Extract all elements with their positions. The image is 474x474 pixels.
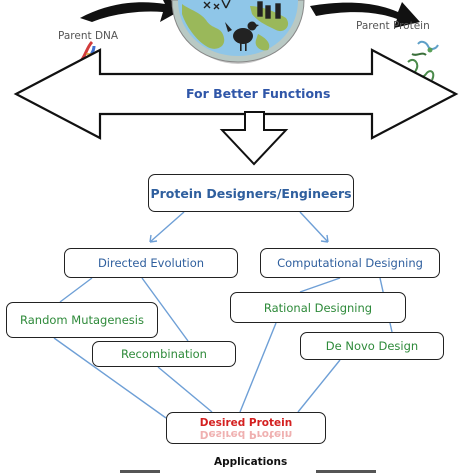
- down-block-arrow: [219, 111, 289, 166]
- rational-designing-box: Rational Designing: [230, 292, 406, 323]
- connectors: [53, 211, 393, 419]
- random-mutagenesis-box: Random Mutagenesis: [6, 302, 158, 338]
- better-functions-label: For Better Functions: [186, 86, 331, 101]
- de-novo-design-label: De Novo Design: [325, 339, 419, 353]
- right-swoosh-arrow: [310, 2, 420, 28]
- designers-label: Protein Designers/Engineers: [150, 185, 352, 201]
- recombination-box: Recombination: [92, 341, 236, 367]
- double-headed-arrow: [13, 48, 459, 140]
- directed-evolution-box: Directed Evolution: [64, 248, 238, 278]
- computational-designing-box: Computational Designing: [260, 248, 440, 278]
- random-mutagenesis-label: Random Mutagenesis: [20, 313, 144, 327]
- cropped-footer-text: [120, 470, 376, 473]
- applications-label: Applications: [214, 456, 288, 468]
- parent-protein-label: Parent Protein: [356, 20, 430, 32]
- designers-box: Protein Designers/Engineers: [148, 174, 354, 212]
- desired-protein-box: Desired Protein Desired Protein: [166, 412, 326, 444]
- parent-dna-label: Parent DNA: [58, 30, 119, 42]
- de-novo-design-box: De Novo Design: [300, 332, 444, 360]
- left-swoosh-arrow: [80, 0, 185, 22]
- desired-protein-reflection: Desired Protein: [199, 428, 293, 440]
- recombination-label: Recombination: [121, 347, 207, 361]
- directed-evolution-label: Directed Evolution: [97, 256, 205, 270]
- computational-designing-label: Computational Designing: [277, 256, 423, 270]
- desired-protein-label: Desired Protein: [199, 417, 293, 429]
- rational-designing-label: Rational Designing: [263, 300, 373, 315]
- chicken-icon: [225, 21, 259, 51]
